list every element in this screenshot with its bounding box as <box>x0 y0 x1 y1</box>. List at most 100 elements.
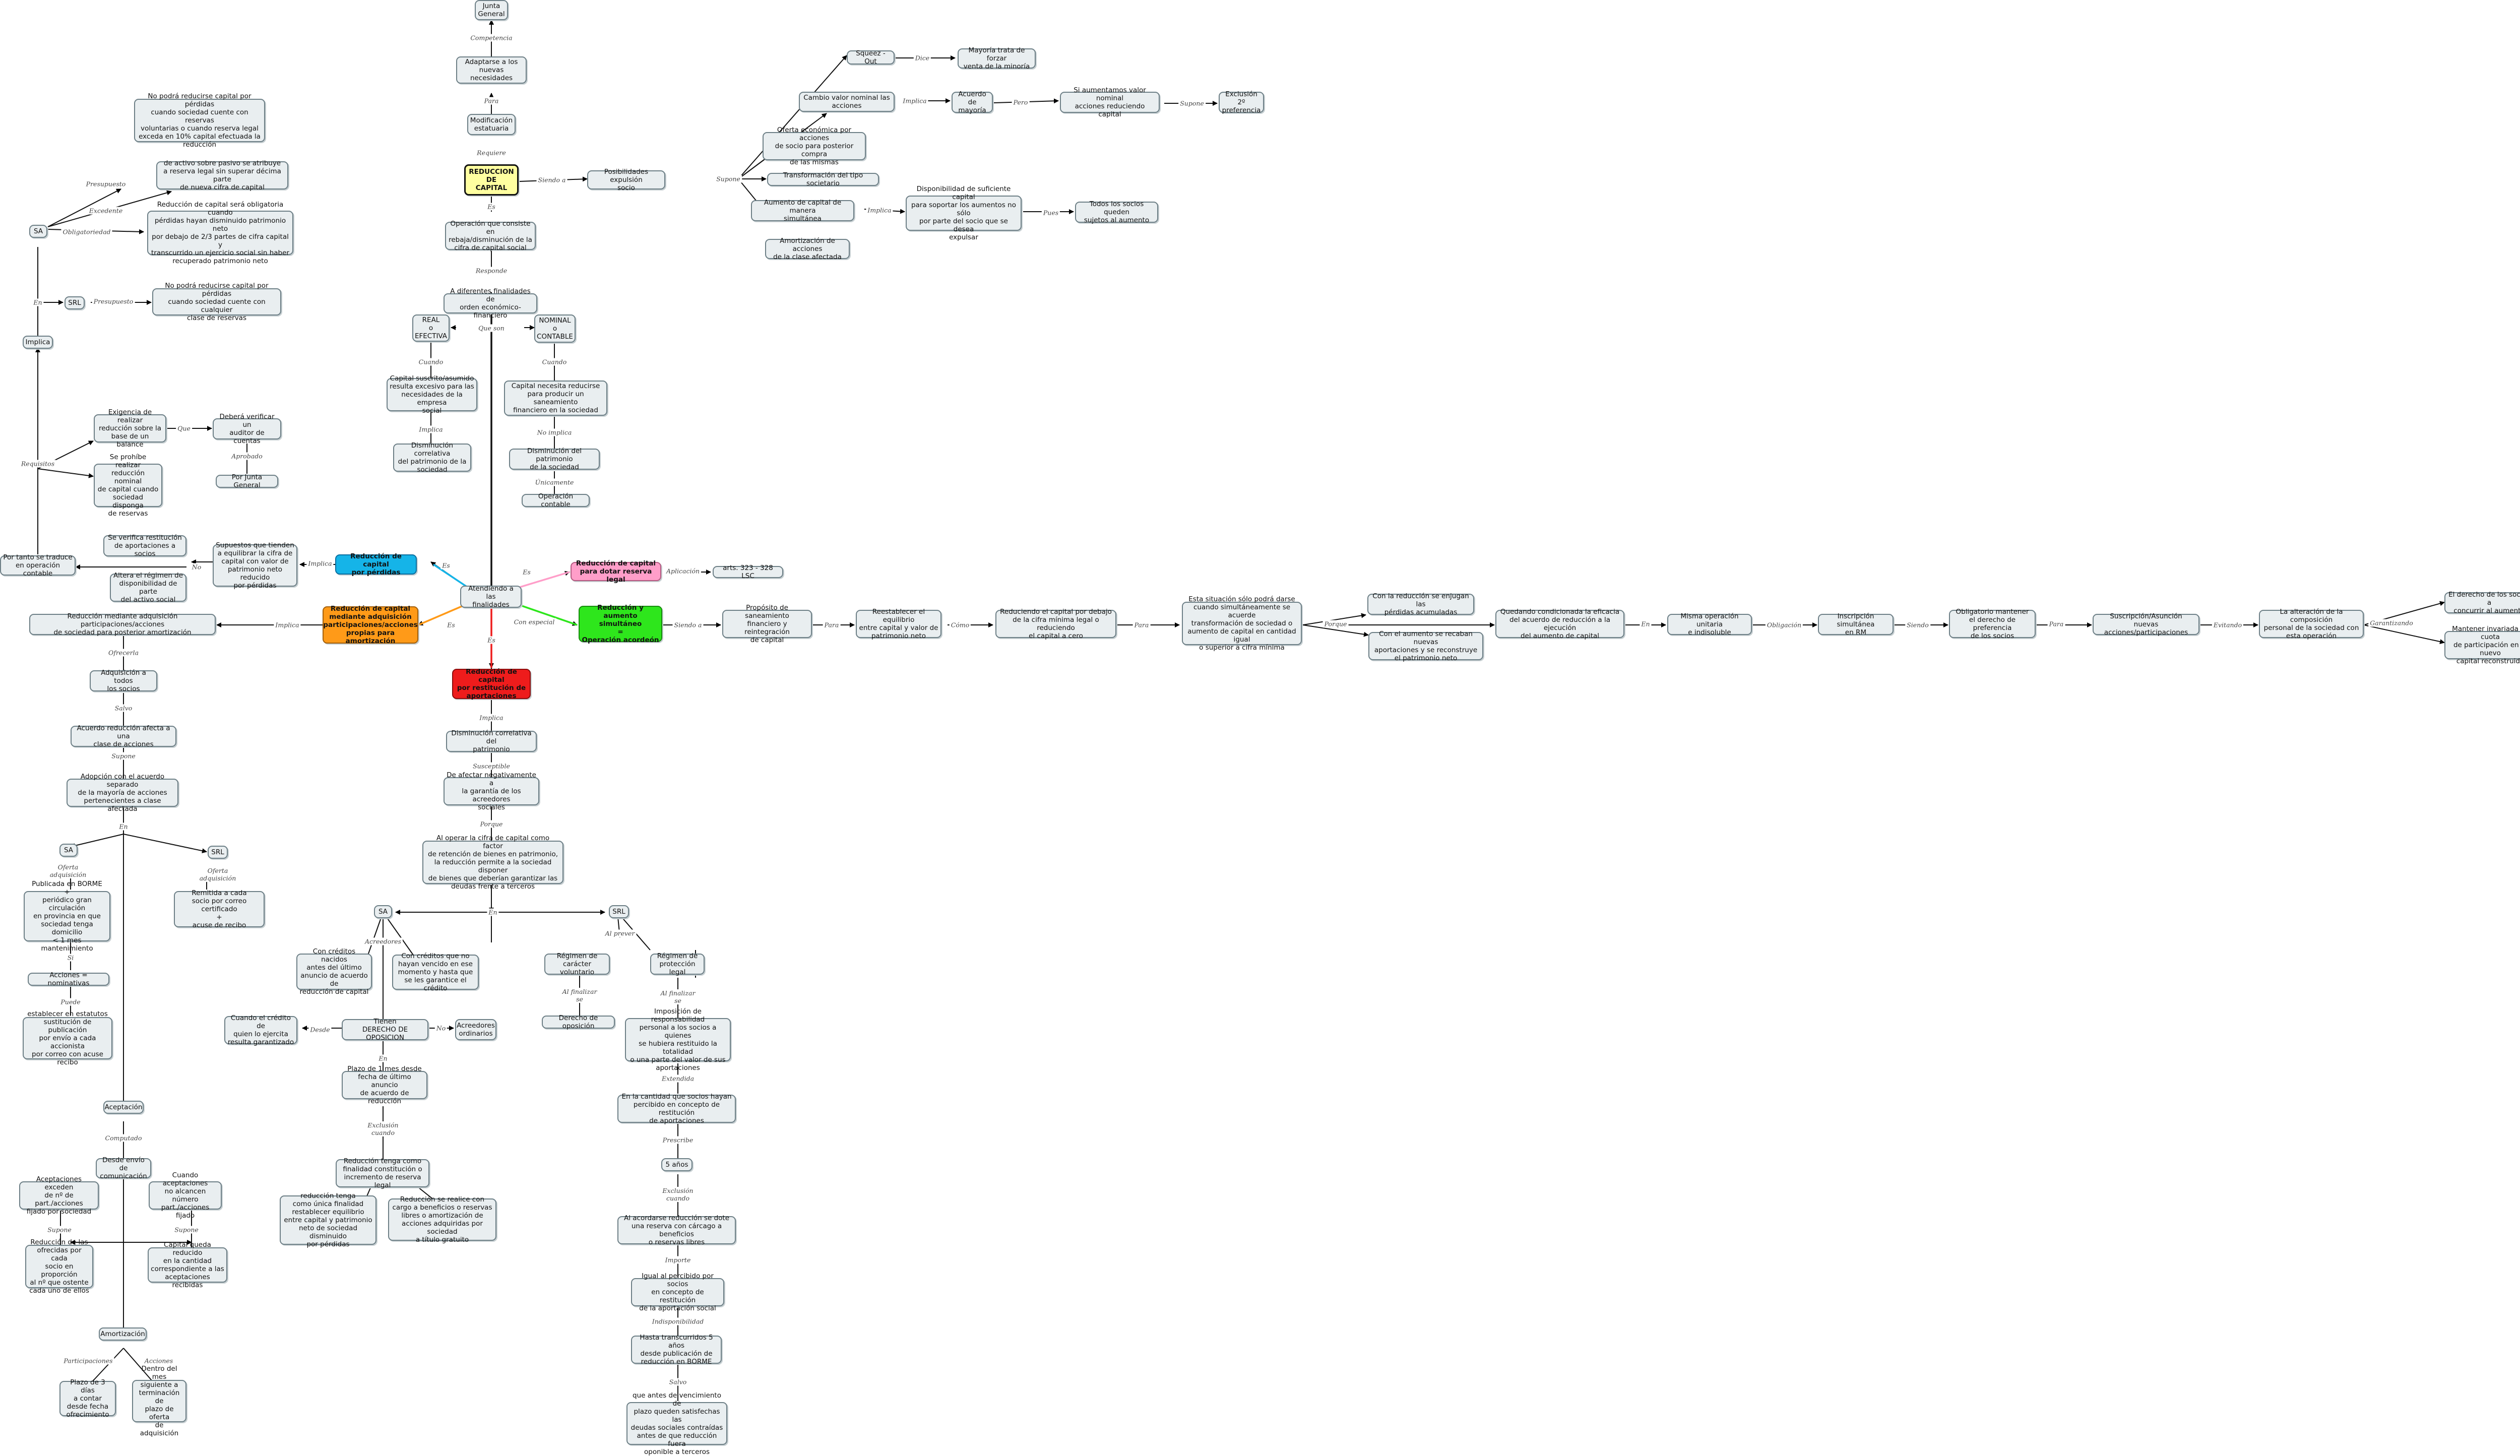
reduccion-no-node[interactable]: Reducción se realice con cargo a benefic… <box>388 1195 496 1244</box>
aumento-manera-node[interactable]: Aumento de capital de manera simultánea <box>751 199 854 223</box>
reduccion-las-node[interactable]: Reducción de las ofrecidas por cada soci… <box>25 1238 93 1295</box>
aumento-simultaneo-node[interactable]: Reducción y aumento simultáneo = Operaci… <box>579 604 662 644</box>
disminucion-correlativa-node[interactable]: Disminución correlativa del patrimonio <box>446 729 537 753</box>
modificacion-node[interactable]: Modificación estatuaria <box>467 114 516 135</box>
cuando-credito-node[interactable]: Cuando el crédito de quien lo ejercita r… <box>224 1014 297 1046</box>
debera-verificar-node[interactable]: Deberá verificar un auditor de cuentas <box>213 413 281 445</box>
mayoria-node[interactable]: Mayoría trata de forzar venta de la mino… <box>958 46 1036 71</box>
todos-socios-node[interactable]: Todos los socios queden sujetos al aumen… <box>1075 200 1158 224</box>
igual-al-node[interactable]: Igual al percibido por socios en concept… <box>631 1272 724 1312</box>
implica-node[interactable]: Implica <box>23 336 53 349</box>
reduccion-obligatoria-node[interactable]: Reducción de capital será obligatoria cu… <box>147 201 293 265</box>
obligatorio-node[interactable]: Obligatorio mantener el derecho de prefe… <box>1949 608 2036 640</box>
plazo3-node[interactable]: Plazo de 3 días a contar desde fecha ofr… <box>59 1378 116 1419</box>
misma-operacion-node[interactable]: Misma operación unitaria e indisoluble <box>1667 612 1752 637</box>
arts-node[interactable]: arts. 323 - 328 LSC <box>713 564 783 580</box>
suscripcion-node[interactable]: Suscripción/Asunción nuevas acciones/par… <box>2093 612 2199 637</box>
amortizacion-clase-node[interactable]: Amortización de acciones de la clase afe… <box>765 237 850 261</box>
a-diferentes-node[interactable]: A diferentes finalidades de orden económ… <box>444 287 537 320</box>
mantener-node[interactable]: Mantener invariada su cuota de participa… <box>2444 625 2520 665</box>
imposicion-node[interactable]: Imposición de responsabilidad personal a… <box>625 1007 731 1072</box>
amortizacion-node[interactable]: Amortización <box>99 1327 147 1341</box>
exclusion-node[interactable]: Exclusión 2º preferencia <box>1219 90 1264 114</box>
capital-necesita-node[interactable]: Capital necesita reducirse para producir… <box>504 381 607 416</box>
cinco-anos-node[interactable]: 5 años <box>661 1158 692 1171</box>
adquisicion-todos-node[interactable]: Adquisición a todos los socios <box>90 669 157 693</box>
dentro-mes-node[interactable]: Dentro del mes siguiente a terminación d… <box>132 1365 186 1437</box>
adaptarse-node[interactable]: Adaptarse a los nuevas necesidades <box>456 56 527 84</box>
posibilidades-node[interactable]: Posibilidades expulsión socio <box>587 168 665 192</box>
activo-sobre-node[interactable]: de activo sobre pasivo se atribuye a res… <box>156 159 288 192</box>
no-podra-sa-node[interactable]: No podrá reducirse capital por pérdidas … <box>134 92 265 149</box>
inscripcion-node[interactable]: Inscripción simultánea en RM <box>1818 612 1894 637</box>
acciones-nominativas-node[interactable]: Acciones = nominativas <box>28 971 109 987</box>
srl-top-node[interactable]: SRL <box>65 296 85 309</box>
real-node[interactable]: REAL o EFECTIVA <box>412 314 450 342</box>
remitida-node[interactable]: Remitida a cada socio por correo certifi… <box>174 889 265 929</box>
con-creditos-no-node[interactable]: Con créditos que no hayan vencido en ese… <box>392 952 479 992</box>
acuerdo-mayoria-node[interactable]: Acuerdo de mayoría <box>952 90 993 114</box>
adopcion-node[interactable]: Adopción con el acuerdo separado de la m… <box>67 773 178 813</box>
nominal-node[interactable]: NOMINAL o CONTABLE <box>534 314 576 343</box>
se-verifica-node[interactable]: Se verifica restitución de aportaciones … <box>103 534 186 558</box>
reduciendo-node[interactable]: Reduciendo el capital por debajo de la c… <box>995 608 1116 640</box>
hasta-transcurridos-node[interactable]: Hasta transcurridos 5 años desde publica… <box>631 1334 722 1366</box>
junta-general-node[interactable]: Junta General <box>475 0 508 20</box>
reduccion-adquisicion-node[interactable]: Reducción mediante adquisición participa… <box>29 612 216 637</box>
se-prohibe-node[interactable]: Se prohíbe realizar reducción nominal de… <box>94 453 162 518</box>
de-afectar-node[interactable]: De afectar negativamente a la garantía d… <box>444 771 539 811</box>
en-la-cantidad-node[interactable]: En la cantidad que socios hayan percibid… <box>617 1093 736 1125</box>
si-aumentamos-node[interactable]: Si aumentamos valor nominal acciones red… <box>1060 86 1160 118</box>
capital-suscrito-node[interactable]: Capital suscrito/asumido resulta excesiv… <box>387 374 477 415</box>
cuando-aceptaciones-node[interactable]: Cuando aceptaciones no alcancen número p… <box>149 1171 222 1220</box>
atendiendo-node[interactable]: Atendiendo a las finalidades <box>460 585 522 609</box>
aceptacion-node[interactable]: Aceptación <box>103 1101 144 1114</box>
desde-envio-node[interactable]: Desde envío de comunicación <box>96 1156 151 1180</box>
por-tanto-node[interactable]: Por tanto se traduce en operación contab… <box>0 553 76 578</box>
exigencia-node[interactable]: Exigencia de realizar reducción sobre la… <box>94 408 166 449</box>
transformacion-node[interactable]: Transformación del tipo societario <box>767 171 879 187</box>
supuestos-node[interactable]: Supuestos que tienden a equilibrar la ci… <box>213 541 297 590</box>
con-creditos-node[interactable]: Con créditos nacidos antes del último an… <box>296 947 372 996</box>
no-podra-srl-node[interactable]: No podrá reducirse capital por pérdidas … <box>152 282 281 322</box>
con-aumento-node[interactable]: Con el aumento se recaban nuevas aportac… <box>1368 630 1483 662</box>
aceptaciones-exceden-node[interactable]: Aceptaciones exceden de nº de part./acci… <box>19 1175 99 1216</box>
sa-bottom-node[interactable]: SA <box>374 905 392 918</box>
perdidas-node[interactable]: Reducción de capital por pérdidas <box>335 552 417 577</box>
proposito-node[interactable]: Propósito de saneamiento financiero y re… <box>722 604 812 644</box>
situacion-node[interactable]: Esta situación sólo podrá darse cuando s… <box>1182 595 1302 652</box>
con-reduccion-node[interactable]: Con la reducción se enjugan las pérdidas… <box>1367 592 1474 616</box>
squeeze-node[interactable]: Squeez - Out <box>847 49 895 66</box>
al-acordarse-node[interactable]: Al acordarse reducción se dote una reser… <box>617 1214 736 1246</box>
disminucion-nominal-node[interactable]: Disminución del patrimonio de la socieda… <box>509 447 600 471</box>
quedando-node[interactable]: Quedando condicionada la eficacia del ac… <box>1495 608 1624 640</box>
al-operar-node[interactable]: Al operar la cifra de capital como facto… <box>422 834 563 891</box>
sa-left-node[interactable]: SA <box>59 844 78 857</box>
operacion-contable-node[interactable]: Operación contable <box>522 492 590 509</box>
restitucion-node[interactable]: Reducción de capital por restitución de … <box>452 668 531 700</box>
derecho-socios-node[interactable]: El derecho de los socios a concurrir al … <box>2444 591 2520 615</box>
reserva-legal-node[interactable]: Reducción de capital para dotar reserva … <box>571 559 661 584</box>
srl-left-node[interactable]: SRL <box>208 846 228 859</box>
derecho-oposicion-node[interactable]: Derecho de oposición <box>542 1014 615 1030</box>
altera-node[interactable]: Altera el régimen de disponibilidad de p… <box>110 572 186 604</box>
por-junta-node[interactable]: Por Junta General <box>216 473 278 489</box>
establecer-node[interactable]: establecer en estatutos sustitución de p… <box>23 1010 112 1066</box>
srl-bottom-node[interactable]: SRL <box>609 905 629 918</box>
disminucion-real-node[interactable]: Disminución correlativa del patrimonio d… <box>393 441 471 474</box>
disponibilidad-node[interactable]: Disponibilidad de suficiente capital par… <box>906 185 1022 241</box>
sa-top-node[interactable]: SA <box>29 225 47 238</box>
regimen-legal-node[interactable]: Régimen de protección legal <box>650 952 705 976</box>
reduccion-tenga-node[interactable]: Reducción tenga como finalidad constituc… <box>336 1157 429 1189</box>
oferta-node[interactable]: Oferta económica por acciones de socio p… <box>763 126 866 166</box>
cambio-valor-node[interactable]: Cambio valor nominal las acciones <box>799 92 895 112</box>
reduccion-tenga2-node[interactable]: reducción tenga como única finalidad res… <box>280 1192 376 1248</box>
reestablecer-node[interactable]: Reestablecer el equilibrio entre capital… <box>856 608 941 640</box>
tienen-node[interactable]: Tienen DERECHO DE OPOSICION <box>342 1018 428 1042</box>
regimen-voluntario-node[interactable]: Régimen de carácter voluntario <box>544 952 610 976</box>
acreedores-node[interactable]: Acreedores ordinarios <box>455 1019 496 1040</box>
operacion-consiste-node[interactable]: Operación que consiste en rebaja/disminu… <box>445 220 536 252</box>
reduccion-capital-node[interactable]: REDUCCION DE CAPITAL <box>464 164 519 196</box>
alteracion-node[interactable]: La alteración de la composición personal… <box>2259 608 2364 640</box>
plazo1-node[interactable]: Plazo de 1 mes desde fecha de último anu… <box>342 1065 427 1105</box>
